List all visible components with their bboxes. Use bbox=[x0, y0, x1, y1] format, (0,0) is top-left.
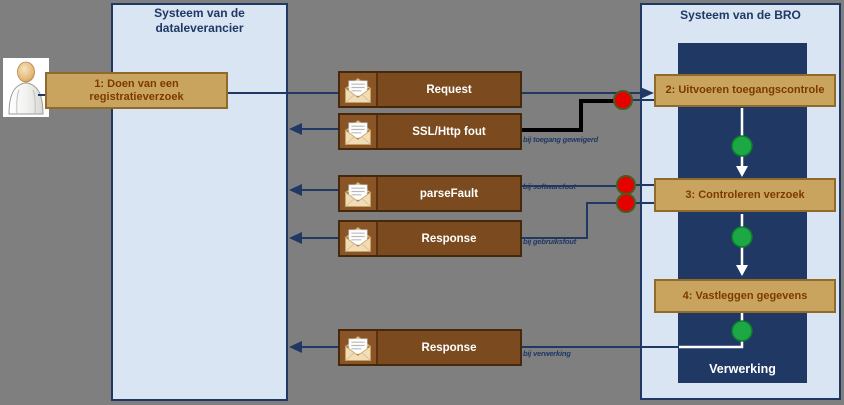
annotation-access-denied: bij toegang geweigerd bbox=[523, 135, 598, 144]
step4-box: 4: Vastleggen gegevens bbox=[654, 279, 836, 313]
message-parsefault: parseFault bbox=[338, 175, 522, 212]
supplier-title-line2: dataleverancier bbox=[155, 21, 244, 35]
error-dot-user bbox=[616, 193, 636, 213]
ok-dot-store bbox=[731, 320, 753, 342]
envelope-icon bbox=[340, 73, 378, 106]
envelope-icon bbox=[340, 177, 378, 210]
message-ssl-fout: SSL/Http fout bbox=[338, 113, 522, 150]
arrowhead-response1-left bbox=[289, 232, 302, 244]
envelope-glyph bbox=[344, 181, 372, 207]
envelope-icon bbox=[340, 115, 378, 148]
person-icon bbox=[8, 61, 44, 115]
arrowhead-ssl-left bbox=[289, 123, 302, 135]
envelope-glyph bbox=[344, 77, 372, 103]
bro-panel-title: Systeem van de BRO bbox=[680, 8, 801, 22]
envelope-icon bbox=[340, 222, 378, 255]
annotation-software-fault: bij softwarefout bbox=[523, 182, 576, 191]
step2-box: 2: Uitvoeren toegangscontrole bbox=[654, 74, 836, 107]
supplier-panel-title: Systeem van de dataleverancier bbox=[111, 6, 288, 36]
message-request-label: Request bbox=[426, 83, 472, 96]
processing-label: Verwerking bbox=[709, 362, 776, 376]
envelope-icon bbox=[340, 331, 378, 364]
envelope-glyph bbox=[344, 226, 372, 252]
message-parsefault-label: parseFault bbox=[419, 187, 479, 200]
ok-dot-access bbox=[731, 135, 753, 157]
response1-line bbox=[520, 202, 618, 239]
supplier-title-line1: Systeem van de bbox=[154, 6, 245, 20]
message-response-final-label: Response bbox=[421, 341, 477, 354]
arrowhead-step4-down bbox=[736, 265, 748, 276]
arrowhead-response2-left bbox=[289, 341, 302, 353]
arrowhead-parsefault-left bbox=[289, 184, 302, 196]
message-ssl-fout-label: SSL/Http fout bbox=[412, 125, 486, 138]
message-request: Request bbox=[338, 71, 522, 108]
annotation-processing: bij verwerking bbox=[523, 349, 571, 358]
error-dot-access bbox=[613, 90, 633, 110]
step1-box: 1: Doen van een registratieverzoek bbox=[45, 72, 228, 109]
access-denied-fault-line bbox=[520, 99, 614, 132]
envelope-glyph bbox=[344, 335, 372, 361]
ok-dot-check bbox=[731, 226, 753, 248]
error-dot-software bbox=[616, 175, 636, 195]
message-response-check-label: Response bbox=[421, 232, 477, 245]
data-supplier-actor bbox=[3, 58, 49, 117]
message-response-check: Response bbox=[338, 220, 522, 257]
arrowhead-into-step2 bbox=[640, 87, 654, 99]
arrowhead-step3-down bbox=[736, 166, 748, 177]
step3-box: 3: Controleren verzoek bbox=[654, 178, 836, 212]
supplier-system-panel bbox=[111, 3, 288, 401]
message-response-final: Response bbox=[338, 329, 522, 366]
annotation-user-fault: bij gebruiksfout bbox=[523, 237, 577, 246]
envelope-glyph bbox=[344, 119, 372, 145]
